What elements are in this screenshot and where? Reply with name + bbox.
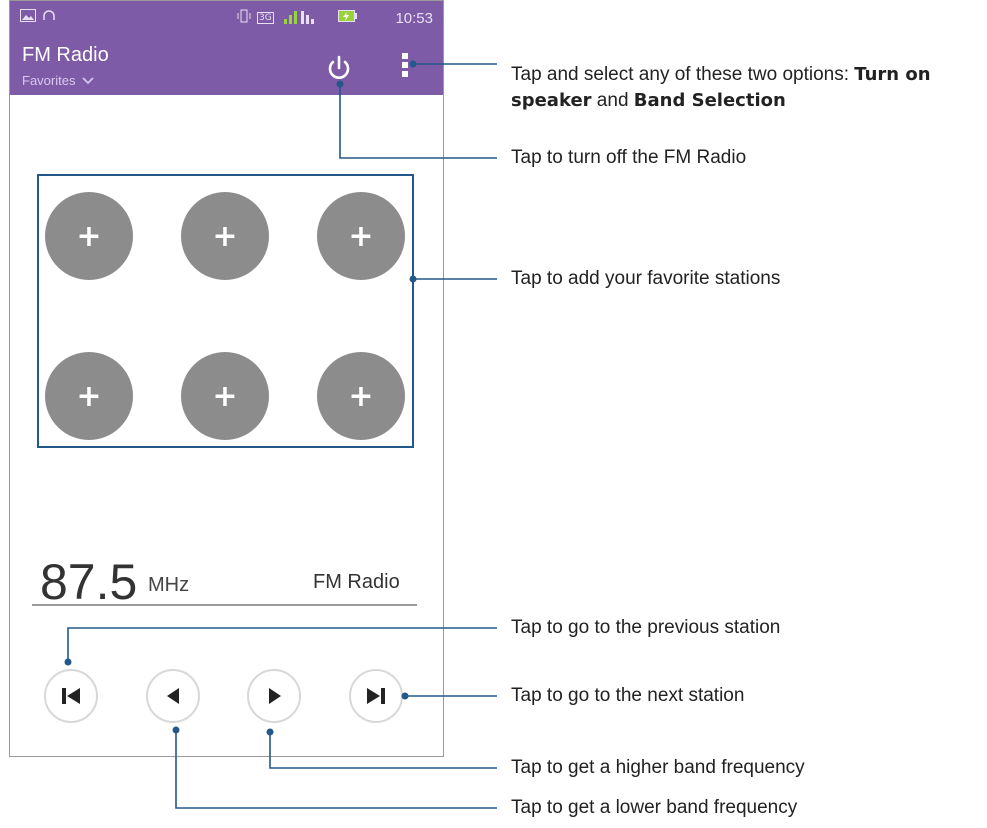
favorites-dropdown[interactable]: Favorites <box>22 73 94 88</box>
add-favorite-button[interactable]: + <box>181 192 269 280</box>
overflow-menu-dot <box>402 62 408 68</box>
favorites-dropdown-label: Favorites <box>22 73 76 88</box>
annotation-menu-option-1: Turn on <box>854 64 931 85</box>
overflow-menu-dot <box>402 53 408 59</box>
lower-frequency-button[interactable] <box>146 669 200 723</box>
callout-dot <box>401 692 409 700</box>
step-forward-icon <box>269 688 281 704</box>
divider <box>32 604 417 606</box>
annotation-menu-line1: Tap and select any of these two options:… <box>511 64 931 86</box>
callout-line-power <box>339 84 497 159</box>
add-favorite-button[interactable]: + <box>317 192 405 280</box>
annotation-lower: Tap to get a lower band frequency <box>511 797 798 818</box>
callout-dot <box>172 726 180 734</box>
annotation-menu-and: and <box>591 90 634 111</box>
frequency-unit: MHz <box>148 574 190 596</box>
annotation-next: Tap to go to the next station <box>511 685 745 706</box>
add-favorite-button[interactable]: + <box>181 352 269 440</box>
callout-line-previous <box>67 627 497 662</box>
source-label: FM Radio <box>313 571 400 593</box>
clock: 10:53 <box>395 10 433 27</box>
chevron-down-icon <box>82 77 94 85</box>
annotation-previous: Tap to go to the previous station <box>511 617 781 638</box>
add-favorite-button[interactable]: + <box>317 352 405 440</box>
callout-line-lower <box>175 730 497 809</box>
app-bar: FM Radio Favorites <box>10 37 443 95</box>
annotation-higher: Tap to get a higher band frequency <box>511 757 805 778</box>
annotation-menu-line2: speaker and Band Selection <box>511 90 786 112</box>
signal-icon <box>282 9 316 29</box>
skip-next-icon <box>367 688 385 704</box>
app-title: FM Radio <box>22 44 109 66</box>
add-favorite-button[interactable]: + <box>45 192 133 280</box>
annotation-menu-option-2: Band Selection <box>633 90 786 111</box>
power-button[interactable] <box>322 51 356 85</box>
overflow-menu-dot <box>402 71 408 77</box>
headset-icon <box>42 9 56 27</box>
callout-dot <box>409 60 417 68</box>
overflow-menu-button[interactable] <box>398 51 412 85</box>
annotation-menu-option-1b: speaker <box>511 90 592 111</box>
callout-dot <box>336 80 344 88</box>
previous-station-button[interactable] <box>44 669 98 723</box>
frequency-value: 87.5 <box>40 554 138 610</box>
step-back-icon <box>167 688 179 704</box>
callout-dot <box>266 728 274 736</box>
skip-previous-icon <box>62 688 80 704</box>
image-icon <box>20 9 36 26</box>
vibrate-icon <box>236 9 252 27</box>
callout-dot <box>409 275 417 283</box>
next-station-button[interactable] <box>349 669 403 723</box>
annotation-menu-prefix: Tap and select any of these two options: <box>511 64 855 85</box>
annotation-power: Tap to turn off the FM Radio <box>511 147 747 168</box>
callout-line-higher <box>269 732 497 769</box>
callout-dot <box>64 658 72 666</box>
3g-icon: 3G <box>257 12 274 24</box>
higher-frequency-button[interactable] <box>247 669 301 723</box>
annotation-favorites: Tap to add your favorite stations <box>511 268 781 289</box>
phone-screen: 3G 10:53 FM Radio Favorites + + + + + + … <box>9 0 444 757</box>
power-icon <box>328 55 350 79</box>
status-bar: 3G 10:53 <box>10 1 443 37</box>
favorites-grid: + + + + + + <box>37 174 414 448</box>
add-favorite-button[interactable]: + <box>45 352 133 440</box>
battery-charging-icon <box>338 9 358 27</box>
